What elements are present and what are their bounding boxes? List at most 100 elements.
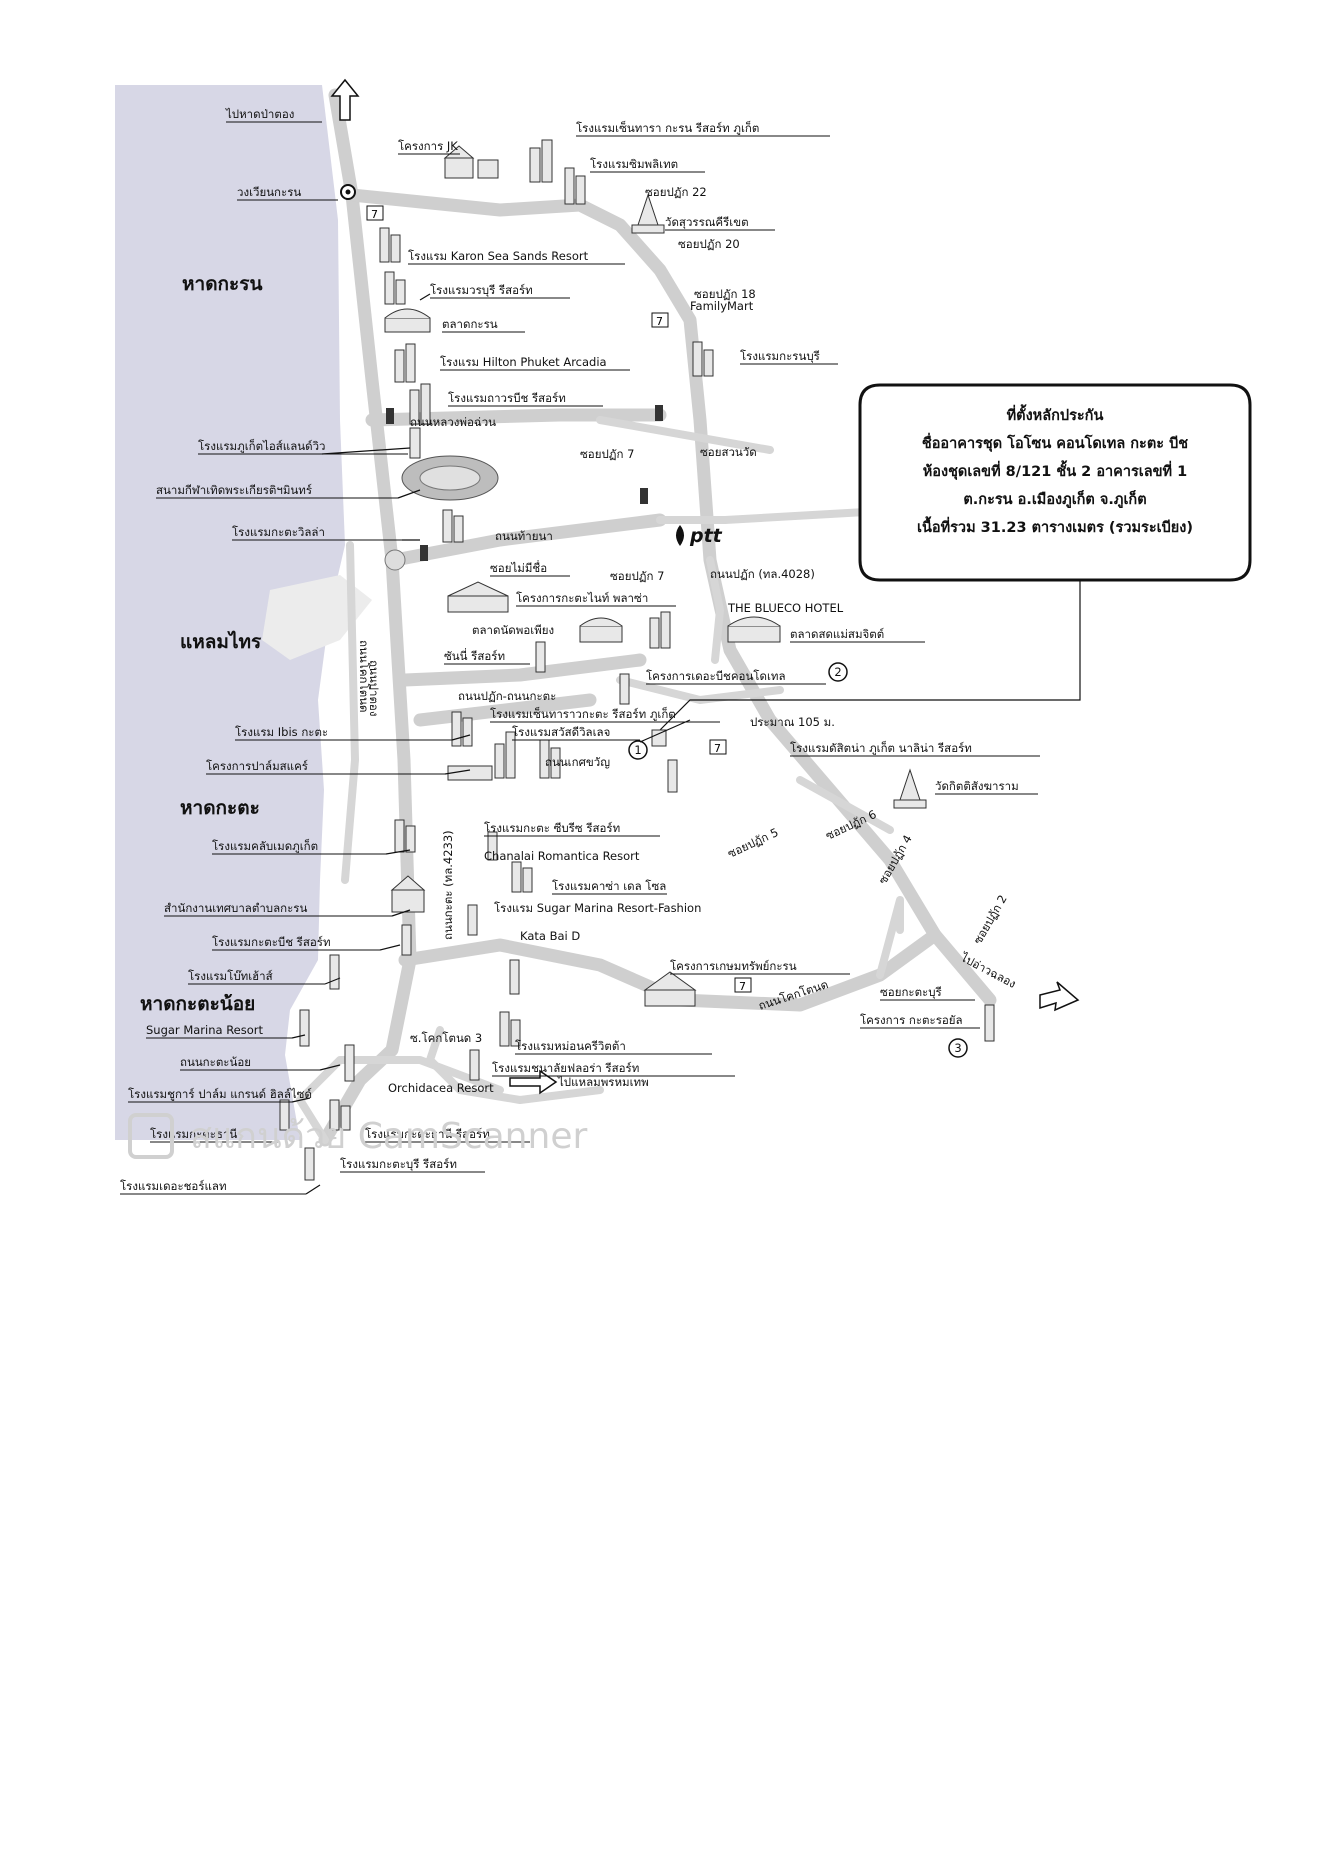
- property-box-line: ห้องชุดเลขที่ 8/121 ชั้น 2 อาคารเลขที่ 1: [923, 460, 1188, 480]
- watermark: สแกนด้วย CamScanner: [128, 1113, 587, 1159]
- building-icon: [467, 904, 478, 936]
- label-patak-kata-road: ถนนปฏัก-ถนนกะตะ: [458, 689, 556, 703]
- label-stadium: สนามกีฬาเทิดพระเกียรติฯมินทร์: [156, 483, 312, 497]
- building-icon: [579, 617, 623, 643]
- building-icon: [649, 611, 671, 649]
- marker-3: 3: [954, 1041, 961, 1055]
- label-soi-suan-wat: ซอยสวนวัด: [700, 445, 757, 459]
- label-ptt: ptt: [689, 525, 723, 547]
- region-kata-noi-beach: หาดกะตะน้อย: [140, 993, 255, 1015]
- label-kata-villa: โรงแรมกะตะวิลล่า: [232, 525, 325, 539]
- building-icon: [401, 924, 412, 956]
- arrow-icon: [330, 78, 1080, 1095]
- label-sugar-marina-fashion: โรงแรม Sugar Marina Resort-Fashion: [494, 901, 701, 915]
- label-wat-kittisangkharam: วัดกิตติสังฆาราม: [935, 779, 1019, 793]
- building-icon: [651, 729, 667, 747]
- region-labels: หาดกะรน แหลมไทร หาดกะตะ หาดกะตะน้อย: [140, 273, 262, 1015]
- label-blueco-hotel: THE BLUECO HOTEL: [727, 601, 844, 615]
- sea-area: [115, 85, 372, 1140]
- label-sugar-marina-resort: Sugar Marina Resort: [146, 1023, 264, 1037]
- building-icon: [304, 1147, 315, 1181]
- label-kata-thani-resort: โรงแรมกะตะธานี รีสอร์ท: [365, 1127, 490, 1141]
- svg-text:7: 7: [714, 742, 721, 755]
- building-icon: [511, 861, 533, 893]
- label-karon-market: ตลาดกะรน: [442, 317, 498, 331]
- label-ket-kwan-road: ถนนเกศขวัญ: [545, 755, 610, 769]
- building-icon: [409, 383, 431, 425]
- marker-3-icon: [948, 1038, 968, 1058]
- label-soi-20: ซอยปฏัก 20: [678, 237, 740, 251]
- building-icon: [394, 343, 416, 383]
- building-icon: [299, 1009, 310, 1047]
- label-karon-sea-sands: โรงแรม Karon Sea Sands Resort: [408, 249, 589, 263]
- label-simplitate: โรงแรมซิมพลิเทต: [590, 157, 678, 171]
- label-municipal-office: สำนักงานเทศบาลตำบลกะรน: [164, 901, 307, 915]
- label-jk-project: โครงการ JK: [398, 139, 458, 153]
- label-tai-na-road: ถนนท้ายนา: [495, 529, 553, 543]
- traffic-light-icon: [386, 405, 663, 561]
- store-icon: 7 7 7 7: [366, 205, 752, 993]
- building-icon: [384, 271, 406, 305]
- label-boathouse: โรงแรมโบ๊ทเฮ้าส์: [188, 969, 273, 983]
- ptt-icon: [676, 525, 684, 546]
- label-koke-tanot-road-v: ถนนโคกโตนด: [357, 640, 371, 713]
- building-icon: [451, 711, 473, 747]
- label-kasa-kata: โรงแรมคาซ่า เดล โซล: [552, 879, 666, 893]
- building-icon: [344, 1044, 355, 1082]
- building-icon: [619, 673, 630, 705]
- building-icon: [279, 1099, 290, 1131]
- label-hilton: โรงแรม Hilton Phuket Arcadia: [440, 355, 607, 369]
- label-phuket-island-view: โรงแรมภูเก็ตไอส์แลนด์วิว: [198, 438, 326, 453]
- label-kata-royal: โครงการ กะตะรอยัล: [860, 1013, 963, 1027]
- label-kata-road-4233: ถนนกะตะ (ทล.4233): [441, 830, 455, 940]
- svg-text:7: 7: [656, 315, 663, 328]
- building-icon: [409, 427, 421, 459]
- marker-1: 1: [634, 743, 641, 757]
- label-ibis-kata: โรงแรม Ibis กะตะ: [235, 725, 328, 739]
- label-soi-7: ซอยปฏัก 7: [610, 569, 664, 583]
- label-sugar-palm: โรงแรมชนาลัยฟลอร่า รีสอร์ท: [492, 1061, 639, 1075]
- road-network: [296, 88, 997, 1147]
- label-kata-night-plaza: โครงการกะตะไนท์ พลาซ่า: [516, 591, 648, 605]
- label-talad-mae-somjit: ตลาดสดแม่สมจิตต์: [790, 627, 884, 641]
- label-kata-noi-road: ถนนกะตะน้อย: [180, 1055, 251, 1069]
- building-icon: [329, 954, 340, 990]
- label-centara-karon: โรงแรมเซ็นทารา กะรน รีสอร์ท ภูเก็ต: [576, 120, 759, 135]
- label-patong-arch: ถนนปาตอง: [367, 660, 381, 716]
- leader-lines: [291, 293, 691, 1195]
- property-box-line: ต.กะรน อ.เมืองภูเก็ต จ.ภูเก็ต: [963, 489, 1146, 508]
- building-icon: [529, 139, 553, 183]
- building-icon: [390, 875, 426, 913]
- marker-1-icon: [628, 740, 648, 760]
- label-kasem-sap-karon: โครงการเกษมทรัพย์กะรน: [670, 959, 797, 973]
- label-approx-105: ประมาณ 105 ม.: [750, 715, 835, 729]
- label-patak-road: ถนนปฏัก (ทล.4028): [710, 567, 815, 581]
- label-karonburi: โรงแรมกะรนบุรี: [740, 349, 820, 363]
- building-icon: [692, 341, 714, 377]
- region-kata-beach: หาดกะตะ: [180, 797, 260, 819]
- building-icon: [727, 616, 781, 643]
- label-dusit-kata: โรงแรมดัสิตน่า ภูเก็ต นาลิน่า รีสอร์ท: [790, 740, 972, 755]
- property-box-line: ชื่ออาคารชุด โอโซน คอนโดเทล กะตะ บีช: [922, 432, 1188, 452]
- label-centara-kata: โรงแรมเซ็นทาราวกะตะ รีสอร์ท ภูเก็ต: [490, 706, 676, 721]
- building-icon: [379, 227, 401, 263]
- marker-icons: 1 2 3: [628, 662, 968, 1058]
- label-luang-pho-chuan: ถนนหลวงพ่อฉ่วน: [410, 415, 496, 429]
- label-the-shore: โรงแรมเดอะชอร์แลท: [120, 1179, 227, 1193]
- label-familymart: FamilyMart: [690, 299, 754, 313]
- building-icon: [329, 1099, 351, 1131]
- label-palm-sea-care: โครงการปาล์มสแคร์: [206, 759, 308, 773]
- property-box-line: เนื้อที่รวม 31.23 ตารางเมตร (รวมระเบียง): [917, 516, 1193, 536]
- label-wat-suwan: วัดสุวรรณคีรีเขต: [665, 215, 749, 229]
- property-box-line: ที่ตั้งหลักประกัน: [1007, 404, 1104, 424]
- label-kata-beach-resort: โรงแรมกะตะบีช รีสอร์ท: [212, 935, 331, 949]
- building-icon: [447, 581, 509, 613]
- label-villa-royale: โรงแรมชูการ์ ปาล์ม แกรนด์ ฮิลล์ไซด์: [128, 1087, 312, 1101]
- label-soi-2: ซอยปฏัก 2: [970, 892, 1009, 946]
- label-soi-22: ซอยปฏัก 22: [645, 185, 707, 199]
- building-icon: [487, 831, 498, 861]
- building-icon: [442, 509, 464, 543]
- label-orchidacea: Orchidacea Resort: [388, 1081, 494, 1095]
- building-icon: [509, 959, 520, 995]
